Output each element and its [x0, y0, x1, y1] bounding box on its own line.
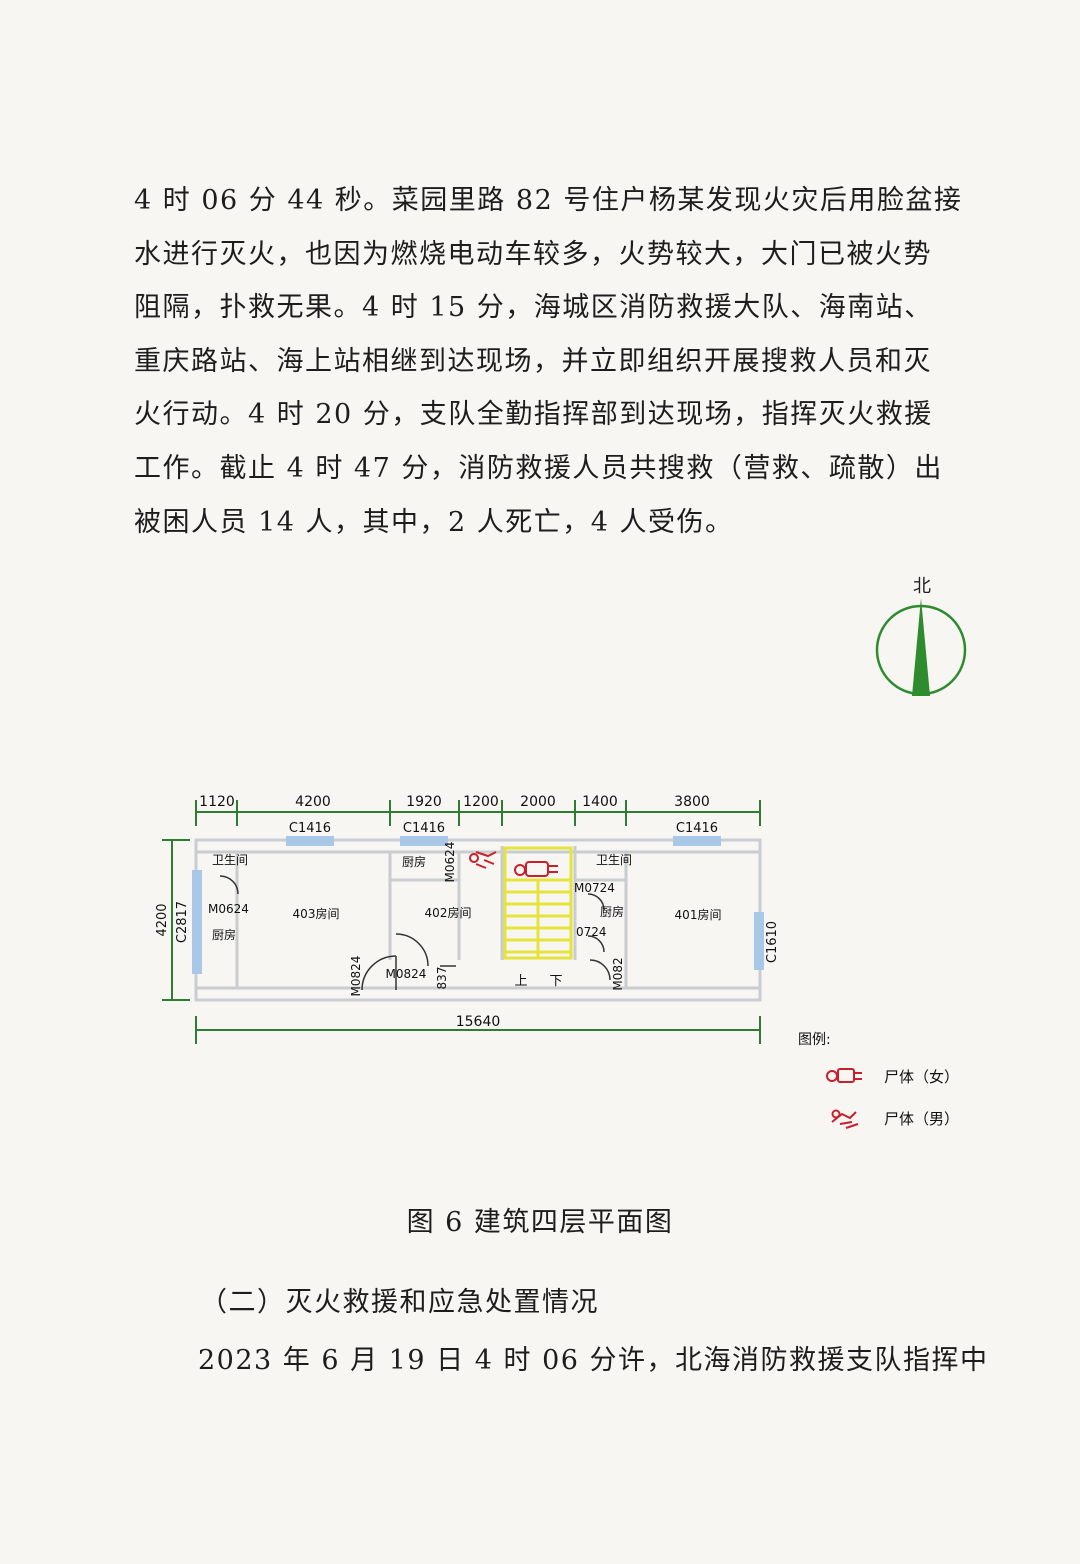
- window-c1416: [400, 836, 448, 846]
- left-dimension: 4200: [155, 839, 190, 1001]
- stair-up-label: 上: [514, 974, 527, 989]
- body-line: 4 时 06 分 44 秒。菜园里路 82 号住户杨某发现火灾后用脸盆接: [134, 185, 963, 216]
- door-swings: [219, 875, 611, 991]
- door-label: 837: [435, 967, 449, 990]
- dimension-label: 2000: [520, 794, 556, 810]
- bottom-dimension: 15640: [195, 1014, 761, 1044]
- north-arrow-icon: [912, 598, 930, 696]
- window-c1610: [754, 912, 764, 970]
- top-dimension-chain: [195, 800, 761, 826]
- window-label: C1416: [403, 821, 445, 836]
- body-line: 工作。截止 4 时 47 分，消防救援人员共搜救（营救、疏散）出: [134, 452, 943, 484]
- body-line: 水进行灭火，也因为燃烧电动车较多，火势较大，大门已被火势: [134, 238, 932, 270]
- door-label: M0724: [574, 881, 615, 895]
- door-label: M0824: [386, 967, 427, 981]
- male-body-legend-icon: [831, 1109, 859, 1129]
- stairwell: [503, 846, 573, 960]
- room-label: 厨房: [212, 927, 236, 942]
- section-heading: （二）灭火救援和应急处置情况: [200, 1287, 599, 1318]
- legend-female-label: 尸体（女）: [884, 1068, 959, 1086]
- window-c1416: [673, 836, 721, 846]
- door-label: M082: [611, 957, 625, 990]
- room-label: 402房间: [425, 905, 472, 920]
- dimension-label: 1200: [463, 794, 499, 810]
- female-body-marker-icon: [514, 861, 558, 877]
- room-label: 401房间: [675, 907, 722, 922]
- legend-male-label: 尸体（男）: [884, 1110, 959, 1128]
- dimension-label: 15640: [456, 1014, 501, 1030]
- window-label: C1416: [289, 821, 331, 836]
- room-label: 卫生间: [212, 853, 248, 867]
- dimension-label: 1400: [582, 794, 618, 810]
- door-label: M0624: [443, 842, 457, 883]
- body-line: 火行动。4 时 20 分，支队全勤指挥部到达现场，指挥灭火救援: [134, 399, 933, 431]
- window-c1416: [286, 836, 334, 846]
- section-first-line: 2023 年 6 月 19 日 4 时 06 分许，北海消防救援支队指挥中: [198, 1345, 989, 1376]
- north-label: 北: [913, 576, 931, 597]
- body-line: 被困人员 14 人，其中，2 人死亡，4 人受伤。: [134, 506, 734, 538]
- dimension-label: 3800: [674, 794, 710, 810]
- door-label: 0724: [576, 925, 607, 939]
- female-body-legend-icon: [826, 1068, 862, 1083]
- legend-title: 图例:: [798, 1032, 831, 1048]
- legend: 图例: 尸体（女） 尸体（男）: [798, 1032, 959, 1129]
- room-label: 403房间: [293, 906, 340, 921]
- dimension-label: 4200: [295, 794, 331, 810]
- room-label: 厨房: [402, 854, 426, 869]
- dimension-label: 1120: [199, 794, 235, 810]
- body-line: 重庆路站、海上站相继到达现场，并立即组织开展搜救人员和灭: [134, 345, 932, 377]
- stair-down-label: 下: [549, 974, 562, 989]
- body-line: 阻隔，扑救无果。4 时 15 分，海城区消防救援大队、海南站、: [134, 292, 933, 324]
- room-label: 卫生间: [596, 853, 632, 867]
- figure-caption: 图 6 建筑四层平面图: [406, 1207, 674, 1238]
- dimension-label: 4200: [155, 903, 170, 936]
- body-paragraph: 4 时 06 分 44 秒。菜园里路 82 号住户杨某发现火灾后用脸盆接 水进行…: [134, 174, 964, 549]
- window-label: C1610: [765, 921, 780, 963]
- door-label: M0624: [208, 902, 249, 916]
- north-compass: 北: [875, 576, 967, 696]
- floor-plan-figure: 北 1120 4200 1920 1200 2000 1400 3800 420…: [155, 576, 967, 1129]
- dimension-label: 1920: [406, 794, 442, 810]
- door-label: M0824: [349, 956, 363, 997]
- window-c2817: [192, 870, 202, 974]
- room-label: 厨房: [600, 904, 624, 919]
- window-label: C1416: [676, 821, 718, 836]
- male-body-marker-icon: [469, 851, 497, 869]
- window-label: C2817: [175, 901, 190, 943]
